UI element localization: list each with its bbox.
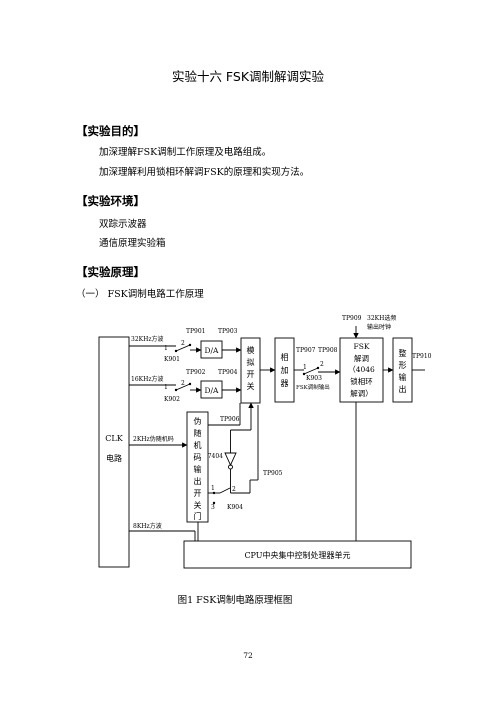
da-label-2: D/A [205, 386, 220, 395]
prbs-char-4: 码 [194, 453, 202, 462]
demod-line-1: FSK [354, 342, 370, 351]
prbs-gate-box [186, 411, 209, 523]
cpu-label: CPU中央集中控制处理器单元 [244, 550, 350, 560]
label-16k: 16KHz方波 [131, 375, 164, 383]
page-title: 实验十六 FSK调制解调实验 [171, 69, 325, 84]
k903-label: K903 [306, 375, 322, 382]
prbs-char-3: 机 [194, 440, 202, 450]
adder-char-3: 器 [281, 379, 289, 388]
prbs-char-1: 伪 [194, 416, 202, 426]
analog-switch-char-1: 模 [247, 345, 255, 355]
env-item-1: 双踪示波器 [99, 219, 147, 230]
demod-line-2: 解调 [354, 353, 369, 363]
analog-switch-char-4: 关 [247, 381, 255, 391]
k904-pos-1: 1 [211, 485, 215, 492]
tp905-label: TP905 [263, 470, 283, 477]
tp909-label: TP909 [342, 315, 362, 322]
da-label-1: D/A [205, 346, 220, 355]
tp904-label: TP904 [218, 369, 238, 376]
clk-label-1: CLK [105, 434, 123, 443]
k902-pos-1: 1 [164, 384, 168, 391]
clk-32kh-label-2: 输出时钟 [367, 323, 391, 331]
purpose-item-1: 加深理解FSK调制工作原理及电路组成。 [99, 147, 272, 158]
heading-principle: 【实验原理】 [76, 265, 145, 279]
demod-line-3: （4046 [348, 365, 375, 374]
k902-pos-2: 2 [181, 380, 185, 387]
figure-caption: 图1 FSK调制电路原理框图 [177, 595, 293, 606]
clk-label-2: 电路 [106, 453, 122, 463]
prbs-char-9: 门 [194, 511, 202, 521]
shaper-char-1: 整 [399, 348, 407, 358]
prbs-char-5: 输 [194, 464, 202, 474]
clk-box [98, 336, 130, 568]
prbs-char-6: 出 [194, 476, 202, 486]
tp910-label: TP910 [412, 353, 432, 360]
k901-pos-1: 1 [164, 345, 168, 352]
k901-pos-2: 2 [181, 340, 185, 347]
k903-pos-1: 1 [303, 364, 307, 371]
cpu-box [183, 540, 412, 569]
tp903-label: TP903 [218, 328, 238, 335]
tp908-label: TP908 [318, 347, 338, 354]
label-2k: 2KHz伪随机码 [133, 435, 174, 443]
clk-32kh-label-1: 32KH选频 [367, 314, 396, 322]
purpose-item-2: 加深理解利用锁相环解调FSK的原理和实现方法。 [99, 167, 310, 178]
subsection-title: （一） FSK调制电路工作原理 [76, 289, 204, 300]
k903-pos-2: 2 [320, 361, 324, 368]
prbs-char-8: 关 [194, 500, 202, 510]
demod-line-5: 解调） [350, 388, 373, 398]
tp906-label: TP906 [220, 416, 240, 423]
inverter-7404-label: 7404 [208, 453, 223, 460]
k904-pos-3: 3 [211, 504, 215, 511]
tp907-label: TP907 [296, 347, 316, 354]
adder-char-2: 加 [281, 365, 289, 375]
heading-purpose: 【实验目的】 [76, 124, 145, 138]
env-item-2: 通信原理实验箱 [99, 238, 166, 249]
prbs-char-2: 随 [194, 428, 202, 438]
k902-label: K902 [164, 396, 180, 403]
shaper-char-4: 出 [399, 384, 407, 394]
label-8k: 8KHz方波 [133, 522, 162, 530]
demod-line-4: 锁相环 [350, 376, 373, 386]
heading-environment: 【实验环境】 [76, 194, 145, 208]
label-32k: 32KHz方波 [131, 335, 164, 343]
analog-switch-char-3: 开 [247, 370, 255, 379]
k901-label: K901 [164, 356, 180, 363]
shaper-char-2: 形 [399, 361, 407, 370]
prbs-char-7: 开 [194, 489, 202, 498]
tp901-label: TP901 [186, 328, 206, 335]
analog-switch-char-2: 拟 [247, 357, 255, 367]
adder-char-1: 相 [281, 352, 289, 362]
fsk-mod-out-label: FSK调制输出 [296, 383, 330, 391]
page-number: 72 [243, 651, 253, 660]
shaper-char-3: 输 [399, 372, 407, 382]
tp902-label: TP902 [186, 369, 206, 376]
k904-label: K904 [227, 504, 243, 511]
k904-pos-2: 2 [232, 486, 236, 493]
